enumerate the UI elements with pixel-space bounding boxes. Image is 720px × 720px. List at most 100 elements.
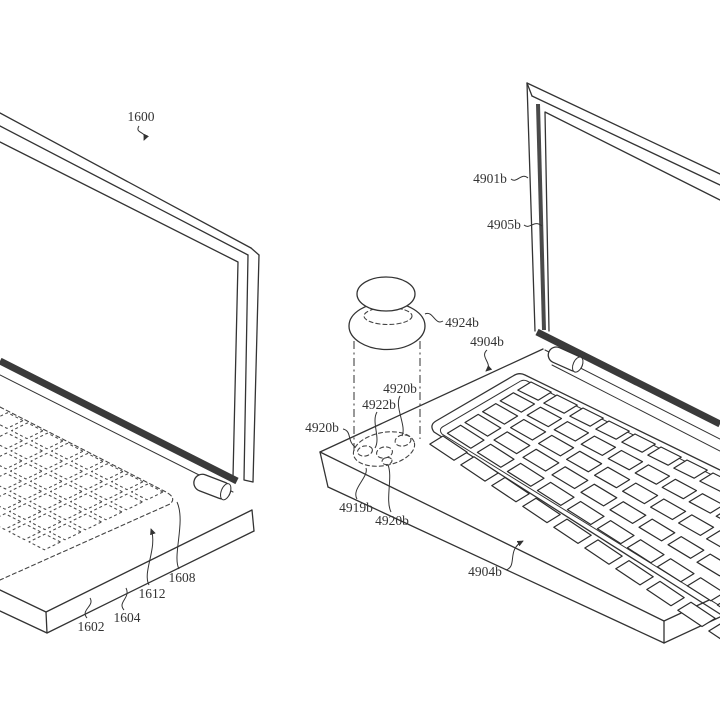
left-screen-bezel: [0, 141, 239, 478]
keyboard-key: [30, 452, 64, 470]
keyboard-key: [551, 466, 589, 490]
keyboard-key: [622, 482, 659, 505]
keyboard-key: [29, 493, 63, 510]
left-base-front-bottom-edge: [46, 530, 255, 634]
leader-4919b: [355, 467, 367, 500]
keyboard-key: [482, 403, 519, 425]
keyboard-key: [584, 539, 623, 565]
keyboard-key: [69, 513, 103, 531]
keyboard-key: [50, 462, 84, 480]
left-keyboard-dashed: [0, 406, 174, 581]
recess-features: [352, 431, 416, 467]
keyboard-key: [29, 472, 63, 490]
ref-label-1612: 1612: [139, 586, 166, 601]
ref-label-4901b: 4901b: [473, 171, 507, 186]
right-lid-left-outer-edge: [526, 82, 536, 332]
leader-4920b-left: [342, 428, 356, 448]
keyboard-key: [566, 500, 605, 526]
keyboard-key: [491, 476, 530, 503]
keyboard-key: [28, 533, 62, 551]
keyboard-key: [460, 456, 499, 482]
keyboard-key: [647, 446, 682, 466]
keyboard-key: [716, 602, 720, 608]
leader-4920b-mid: [397, 395, 404, 437]
keyboard-key: [595, 420, 630, 440]
leader-1604: [121, 587, 128, 611]
keyboard-key: [110, 493, 144, 511]
keyboard-key: [0, 432, 24, 450]
ref-label-4905b: 4905b: [487, 217, 521, 232]
ref-label-4920b-left: 4920b: [305, 420, 339, 435]
keyboard-key: [70, 452, 104, 470]
leader-1600: [137, 125, 150, 141]
left-hinge-shelf-line: [0, 374, 234, 493]
ref-label-1608: 1608: [169, 570, 196, 585]
keyboard-key: [464, 413, 502, 437]
right-base-front-bottom-edge: [327, 486, 665, 644]
keyboard-key: [28, 513, 62, 531]
ref-label-4904b-bottom: 4904b: [468, 564, 502, 579]
keyboard-key: [634, 464, 671, 485]
keyboard-key: [615, 560, 654, 586]
left-laptop-screen: [0, 112, 260, 493]
ref-label-4922b: 4922b: [362, 397, 396, 412]
keyboard-key: [0, 472, 23, 490]
keyboard-key: [596, 520, 635, 545]
ref-label-1604: 1604: [114, 610, 141, 625]
leader-4904b-bottom: [505, 540, 524, 571]
right-lid-corner-cap: [526, 82, 533, 97]
keyboard-key: [708, 623, 720, 640]
keyboard-key: [553, 518, 592, 544]
left-lid-top-outer-edge: [0, 112, 252, 249]
ref-label-4920b-mid: 4920b: [383, 381, 417, 396]
right-hinge-end-cap: [571, 356, 584, 373]
leader-4922b: [374, 411, 378, 449]
leader-4924b: [424, 312, 444, 323]
keyboard-key: [686, 577, 720, 602]
left-keyboard-keys: [0, 412, 164, 551]
keyboard-key: [650, 498, 687, 521]
leader-1602: [84, 597, 92, 619]
right-keyboard-frame-inner: [439, 379, 720, 607]
keyboard-key: [677, 601, 716, 628]
keyboard-key: [715, 513, 720, 519]
keyboard-key: [0, 492, 22, 510]
keyboard-key: [638, 518, 676, 542]
keyboard-key: [130, 483, 164, 501]
knob: [348, 276, 426, 351]
keyboard-key: [522, 497, 561, 524]
leader-4904b-top: [484, 349, 493, 372]
leader-4901b: [510, 175, 529, 181]
keyboard-key: [607, 449, 644, 471]
left-base-front-top-edge: [45, 509, 253, 613]
keyboard-key: [9, 462, 43, 480]
keyboard-key: [678, 514, 715, 536]
keyboard-key: [0, 452, 23, 470]
right-hinge: [547, 346, 584, 373]
leader-4920b-bottom: [387, 464, 392, 513]
ref-label-4904b-top: 4904b: [470, 334, 504, 349]
right-lid-top-outer-edge: [526, 82, 720, 175]
right-lid-left-shaded-strip: [536, 103, 546, 331]
ref-label-1600: 1600: [128, 109, 155, 124]
keyboard-key: [0, 513, 22, 530]
keyboard-key: [110, 473, 144, 491]
keyboard-key: [446, 424, 485, 449]
centerlines: [353, 341, 421, 453]
keyboard-key: [9, 482, 43, 500]
keyboard-key: [429, 435, 468, 461]
keyboard-key: [569, 407, 604, 427]
recess-outline-dashed: [352, 431, 416, 467]
reference-labels: 1600 1602 1604 1612 1608 4901b 4905b 492…: [78, 109, 543, 634]
keyboard-key: [609, 501, 647, 524]
left-laptop: [0, 112, 260, 634]
left-lid-right-inner-edge: [243, 254, 254, 483]
right-laptop: [319, 82, 720, 644]
keyboard-key: [0, 412, 24, 429]
right-keyboard: [429, 373, 720, 640]
keyboard-key: [646, 580, 685, 607]
keyboard-key: [522, 448, 560, 472]
left-lid-corner-cap: [250, 247, 260, 256]
ref-label-4919b: 4919b: [339, 500, 373, 515]
